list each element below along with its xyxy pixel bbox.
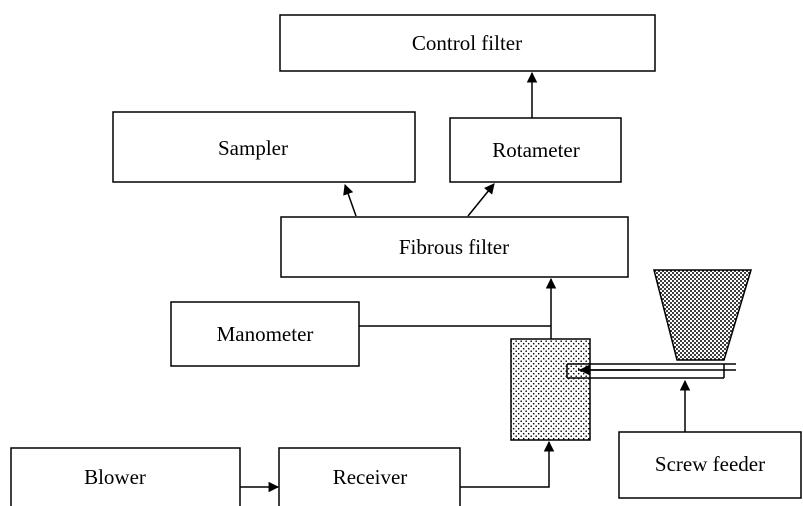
blower-node: Blower [10,447,241,506]
screw-feeder-node: Screw feeder [618,431,802,499]
sampler-node: Sampler [112,111,416,183]
arrow-fibrous-to-rotameter [467,183,495,217]
aerosol-chamber [510,338,591,441]
rotameter-label: Rotameter [492,138,579,162]
blower-label: Blower [84,465,146,489]
powder-hopper [653,269,753,361]
feed-tube [566,363,736,379]
control-filter-label: Control filter [412,31,522,55]
receiver-node: Receiver [278,447,461,506]
control-filter-node: Control filter [279,14,656,72]
receiver-label: Receiver [333,465,408,489]
manometer-label: Manometer [217,322,314,346]
fibrous-filter-label: Fibrous filter [399,235,509,259]
fibrous-filter-node: Fibrous filter [280,216,629,278]
manometer-node: Manometer [170,301,360,367]
connectors [240,71,691,493]
sampler-label: Sampler [218,136,288,160]
screw-feeder-label: Screw feeder [655,452,765,476]
arrow-receiver-to-chamber [460,440,555,488]
rotameter-node: Rotameter [449,117,622,183]
arrow-fibrous-to-sampler [343,184,357,217]
